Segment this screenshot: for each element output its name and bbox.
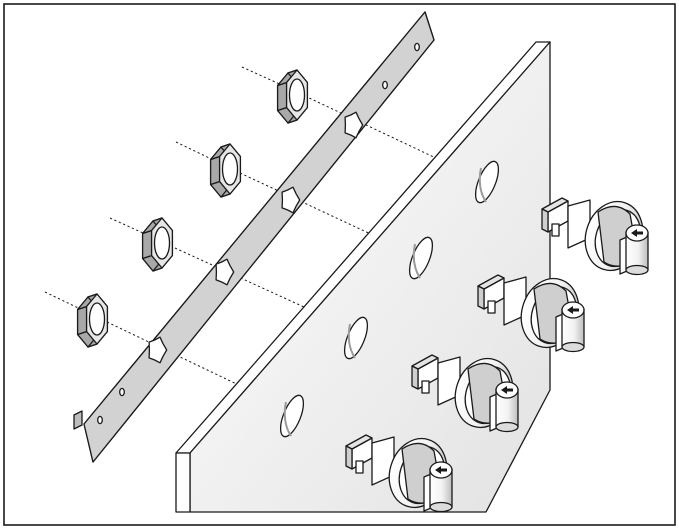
panel-hole-shadow <box>283 401 292 437</box>
switch-terminal <box>551 223 560 237</box>
switch-connector-side <box>541 208 549 233</box>
hex-nut-flat <box>276 81 288 112</box>
panel-hole-shadow <box>347 323 356 359</box>
guide-line <box>174 247 316 313</box>
switch-connector-side <box>345 445 353 470</box>
hex-nut <box>209 143 242 198</box>
switch-connector-side <box>411 365 419 390</box>
switch-knob-bottom <box>561 341 585 353</box>
strip-screw-hole <box>97 415 103 425</box>
strip-star-hole <box>215 258 235 286</box>
key-switch <box>477 274 585 353</box>
hex-nut <box>76 293 109 348</box>
strip-screw-hole <box>414 42 420 52</box>
guide-line <box>304 95 441 161</box>
switch-knob-bottom <box>429 501 453 513</box>
strip-star-hole <box>281 186 301 214</box>
switch-terminal <box>421 380 430 394</box>
hex-nut-flat <box>141 229 153 260</box>
hex-nut-flat <box>76 305 88 336</box>
hex-nut <box>141 217 174 272</box>
key-switch <box>541 197 649 276</box>
switch-terminal <box>487 300 496 314</box>
strip-screw-hole <box>119 387 125 397</box>
panel-hole-shadow <box>478 167 487 203</box>
guide-line <box>239 172 376 237</box>
key-switch <box>345 434 453 513</box>
strip-star-hole <box>148 336 168 364</box>
arrow-icon <box>631 229 643 237</box>
switch-knob-bottom <box>625 264 649 276</box>
guide-line <box>109 217 166 244</box>
panel-hole-shadow <box>412 243 421 279</box>
strip-star-hole <box>344 111 364 139</box>
arrow-icon <box>567 306 579 314</box>
switch-knob-bottom <box>495 421 519 433</box>
switch-terminal <box>355 460 364 474</box>
key-switch <box>411 354 519 433</box>
strip-pin <box>73 410 83 430</box>
panel-edge-bottom <box>175 452 191 513</box>
hex-nut-bore <box>88 302 106 336</box>
switch-connector-side <box>477 285 485 310</box>
arrow-icon <box>435 466 447 474</box>
arrow-icon <box>501 386 513 394</box>
mounting-strip <box>73 11 435 463</box>
hex-nut-bore <box>221 152 239 186</box>
hex-nut-bore <box>153 226 171 260</box>
guide-line <box>106 321 246 389</box>
hex-nut-flat <box>209 155 221 186</box>
hex-nut <box>276 69 309 124</box>
strip-screw-hole <box>382 80 388 90</box>
hex-nut-bore <box>288 78 306 112</box>
